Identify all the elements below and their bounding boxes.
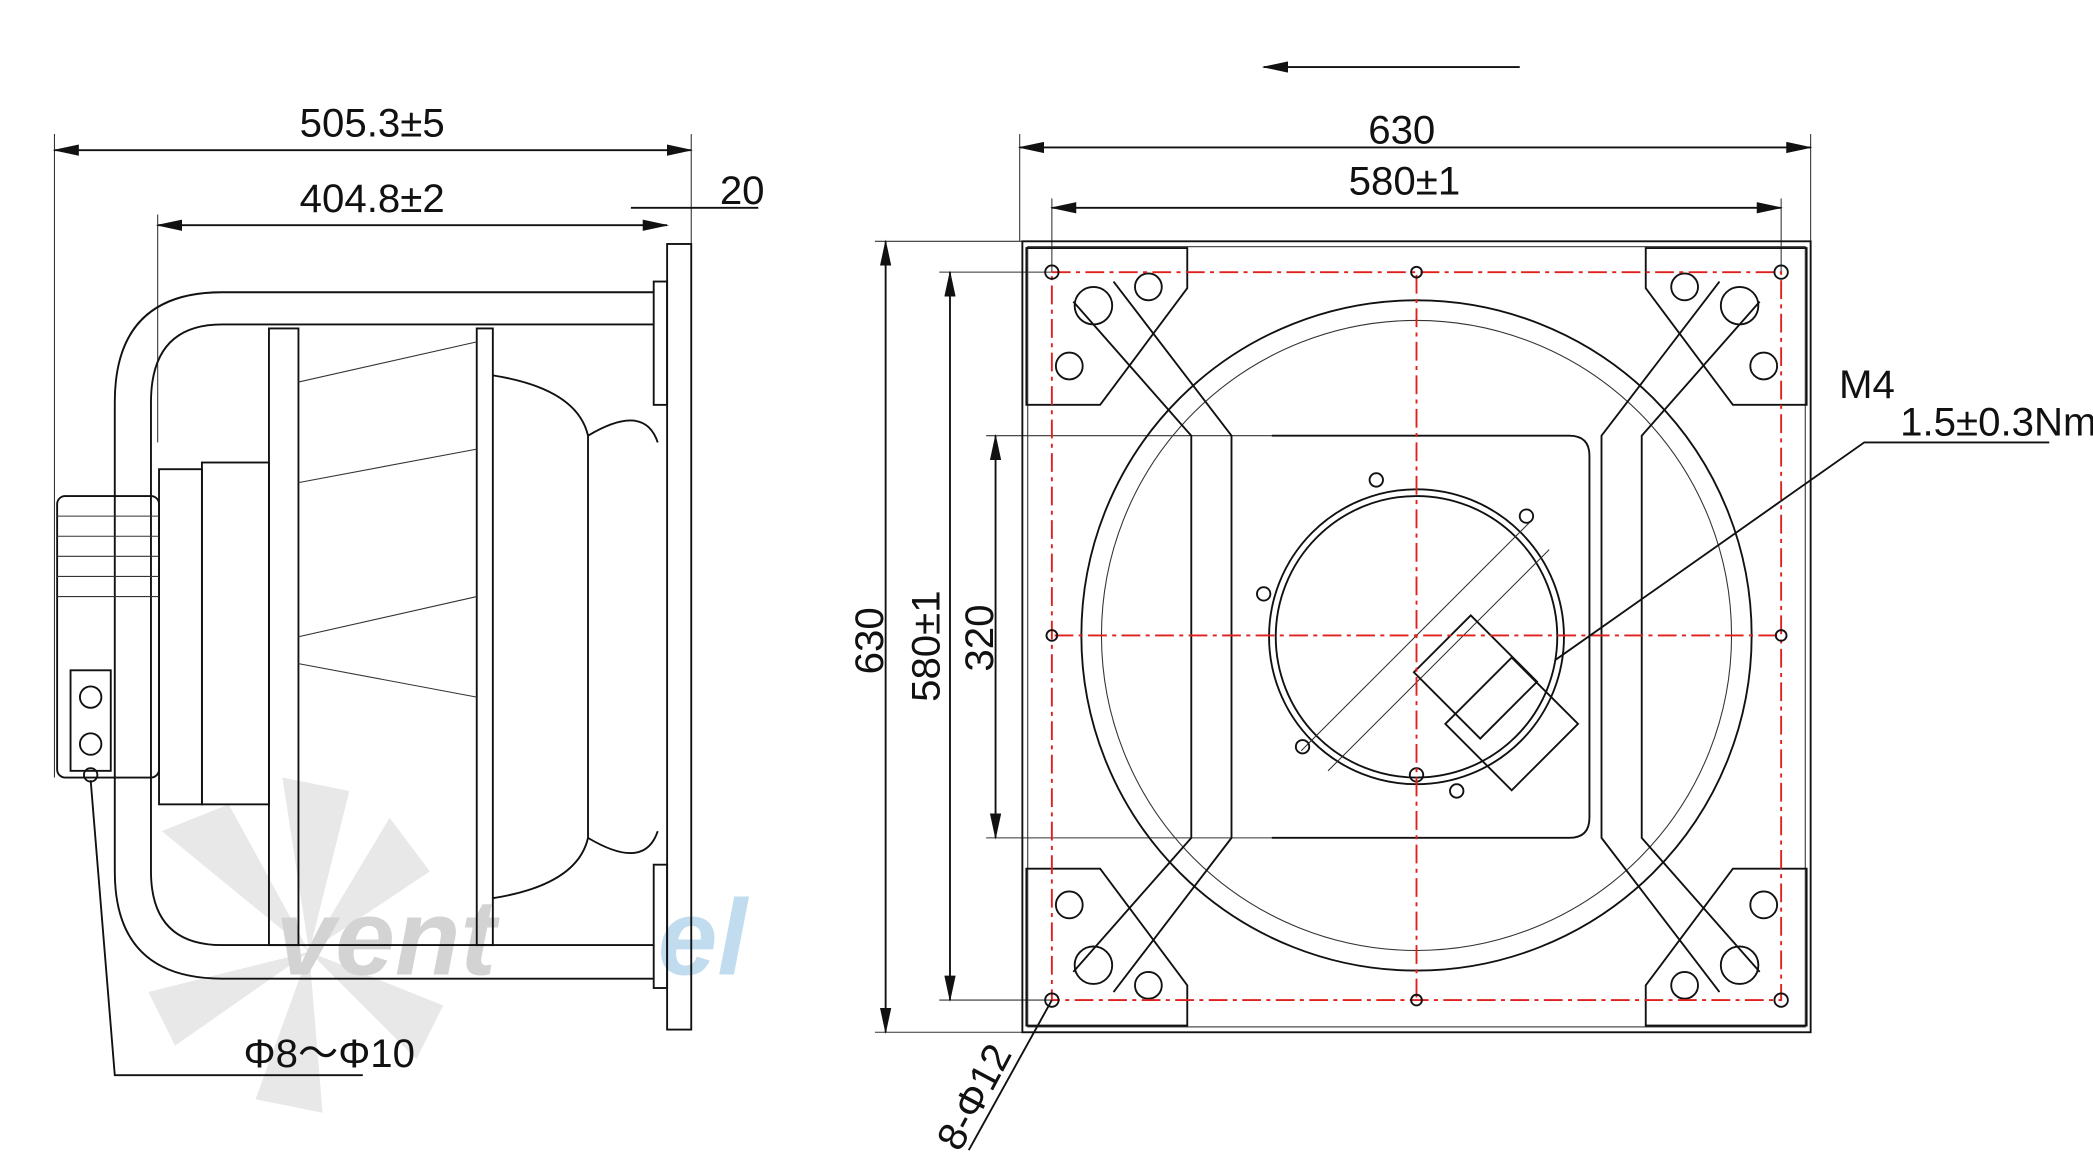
vertical-hole-spacing-label: 580±1: [903, 590, 948, 702]
width-label: 630: [1368, 107, 1435, 152]
height-label: 630: [847, 607, 892, 674]
cable-diameter-label: Φ8～Φ10: [244, 1031, 415, 1076]
watermark-text-blue: el: [658, 878, 750, 998]
motor-plate-height-label: 320: [957, 605, 1002, 672]
torque-label: 1.5±0.3Nm: [1900, 400, 2093, 445]
flange-thickness-label: 20: [720, 168, 765, 213]
ventel-watermark-logo: vent el: [148, 777, 750, 1113]
mounting-hole-pattern: [1050, 271, 1783, 1002]
overall-length-label: 505.3±5: [300, 101, 445, 146]
screw-size-label: M4: [1839, 362, 1895, 407]
inlet-length-label: 404.8±2: [300, 176, 445, 221]
side-view: 505.3±5 404.8±2 20 Φ8～Φ10: [52, 101, 765, 1076]
horizontal-hole-spacing-label: 580±1: [1349, 158, 1461, 203]
front-view: 630 580±1 630 580±1 320: [847, 61, 2093, 1157]
watermark-text-dark: vent: [276, 878, 501, 998]
mounting-holes-label: 8-Φ12: [928, 1037, 1021, 1157]
